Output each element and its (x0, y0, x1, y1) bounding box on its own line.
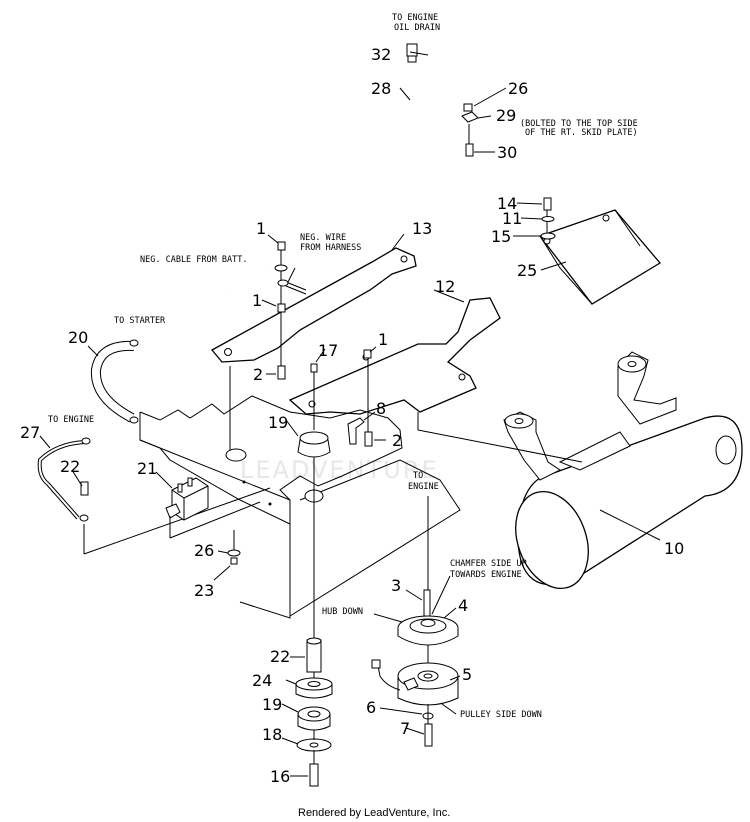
note-chamfer-line2: TOWARDS ENGINE (450, 570, 522, 580)
callout-20: 20 (68, 328, 88, 347)
engine-cable-27 (37, 435, 271, 555)
key-3 (423, 589, 431, 617)
callout-13: 13 (412, 219, 432, 238)
callout-5: 5 (462, 665, 472, 684)
note-neg-wire-line1: NEG. WIRE (300, 233, 346, 243)
note-bolted-line2: OF THE RT. SKID PLATE) (525, 128, 638, 138)
callout-24: 24 (252, 671, 272, 690)
callout-1-right: 1 (378, 330, 388, 349)
callout-30: 30 (497, 143, 517, 162)
bolt-22-left (80, 481, 89, 496)
callout-4: 4 (458, 596, 468, 615)
nut-1-top (277, 241, 286, 251)
clutch-group (371, 496, 461, 747)
isolator-stack-lower (281, 637, 333, 787)
callout-21: 21 (137, 459, 157, 478)
callout-22-bottom: 22 (270, 647, 290, 666)
callout-2-left: 2 (253, 365, 263, 384)
callout-14: 14 (497, 194, 517, 213)
callout-7: 7 (400, 719, 410, 738)
callout-26-bottom: 26 (194, 541, 214, 560)
callout-10: 10 (664, 539, 684, 558)
note-to-engine-oil-line1: TO ENGINE (392, 13, 438, 23)
starter-cable-20 (87, 339, 139, 424)
callout-29: 29 (496, 106, 516, 125)
clip-8 (347, 417, 365, 445)
callout-28: 28 (371, 79, 391, 98)
note-to-engine-mid-line2: ENGINE (408, 482, 439, 492)
note-bolted-line1: (BOLTED TO THE TOP SIDE (520, 119, 638, 129)
hose-fitting-32 (406, 43, 418, 57)
callout-12: 12 (435, 277, 455, 296)
watermark-text: LEADVENTURE (240, 456, 439, 484)
isolator-upper (285, 348, 331, 458)
callout-11: 11 (502, 209, 522, 228)
washer-11 (541, 216, 555, 222)
heat-shield-25 (513, 197, 661, 305)
callout-8: 8 (376, 399, 386, 418)
callout-26-top: 26 (508, 79, 528, 98)
muffler-10 (503, 351, 743, 590)
note-to-engine-left: TO ENGINE (48, 415, 94, 425)
callout-1-mid: 1 (252, 291, 262, 310)
bolt-14 (543, 197, 552, 211)
bolt-30 (465, 143, 474, 157)
annotation-notes: TO ENGINE OIL DRAIN (BOLTED TO THE TOP S… (48, 13, 638, 720)
callout-19-lower: 19 (262, 695, 282, 714)
spacer-22 (306, 639, 322, 673)
nut-1-mid (277, 303, 286, 313)
note-pulley-side-down: PULLEY SIDE DOWN (460, 710, 542, 720)
note-chamfer-line1: CHAMFER SIDE UP (450, 559, 527, 569)
callout-2-right: 2 (392, 431, 402, 450)
bolt-2-left (277, 365, 286, 380)
bolt-2-right (364, 431, 373, 447)
washer-26 (227, 549, 241, 557)
callout-23: 23 (194, 581, 214, 600)
bracket-13 (210, 233, 417, 452)
fasteners-bracket-12 (347, 346, 386, 447)
solenoid-21 (155, 471, 261, 539)
callout-1-top: 1 (256, 219, 266, 238)
callout-17: 17 (318, 341, 338, 360)
bolt-7 (424, 723, 433, 747)
neg-cable-connection (225, 234, 307, 380)
nut-23 (230, 557, 238, 565)
callout-numbers: 32 28 26 29 30 14 11 15 25 1 1 1 13 12 2… (20, 45, 684, 786)
callout-25: 25 (517, 261, 537, 280)
frame-deck (139, 395, 461, 640)
note-to-engine-mid-line1: TO (413, 471, 423, 481)
note-neg-wire-line2: FROM HARNESS (300, 243, 361, 253)
footer-credit: Rendered by LeadVenture, Inc. (298, 807, 450, 819)
nut-17 (310, 363, 318, 373)
callout-32: 32 (371, 45, 391, 64)
oil-drain-hose-group (399, 43, 507, 157)
nut-1-right (363, 349, 372, 359)
callout-6: 6 (366, 698, 376, 717)
note-to-engine-oil-line2: OIL DRAIN (394, 23, 440, 33)
callout-16: 16 (270, 767, 290, 786)
washer-nut-26-23 (213, 530, 241, 581)
callout-15: 15 (491, 227, 511, 246)
note-hub-down: HUB DOWN (322, 607, 363, 617)
callout-27: 27 (20, 423, 40, 442)
callout-18: 18 (262, 725, 282, 744)
note-to-starter: TO STARTER (114, 316, 166, 326)
note-neg-cable: NEG. CABLE FROM BATT. (140, 255, 247, 265)
nut-26 (463, 103, 473, 112)
washer-15 (540, 232, 556, 240)
clamp-29 (461, 111, 479, 123)
bolt-16 (309, 763, 319, 787)
callout-3: 3 (391, 576, 401, 595)
callout-22-left: 22 (60, 457, 80, 476)
callout-19-upper: 19 (268, 413, 288, 432)
